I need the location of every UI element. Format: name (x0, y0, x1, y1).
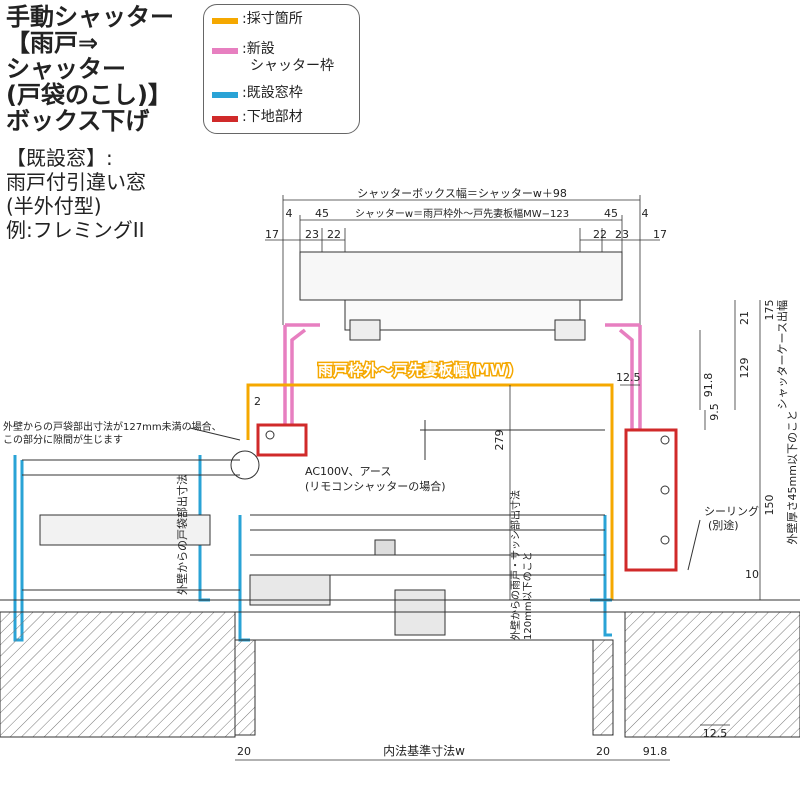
window-line: 雨戸付引違い窓 (6, 170, 146, 194)
base-member-right (624, 428, 678, 572)
dim-20-left: 20 (237, 745, 251, 758)
wall-stud-right (592, 639, 614, 736)
dim-45-left: 45 (315, 207, 329, 220)
dim-22-left: 22 (327, 228, 341, 241)
dim-17-right: 17 (653, 228, 667, 241)
dim-4-left: 4 (286, 207, 293, 220)
screw-icon (660, 435, 670, 445)
dim-9-5: 9.5 (708, 403, 721, 421)
title-line: 手動シャッター (6, 3, 174, 31)
window-line: (半外付型) (6, 194, 102, 218)
dim-23-right: 23 (615, 228, 629, 241)
ac-note: AC100V、アース (305, 465, 391, 478)
dim-inner-w: 内法基準寸法w (383, 743, 465, 758)
dim-45-right: 45 (604, 207, 618, 220)
wall-thickness-label: 外壁厚さ45mm以下のこと (785, 410, 799, 544)
base-member-left (256, 423, 308, 457)
box-fitting (554, 319, 586, 341)
window-line: 例:フレミングII (6, 218, 145, 242)
legend: :採寸箇所 :新設 シャッター枠 :既設窓枠 :下地部材 (203, 4, 360, 134)
dim-shutter-w: シャッターw＝雨戸枠外～戸先妻板幅MW−123 (355, 207, 569, 220)
sealing-note: シーリング (704, 504, 759, 518)
existing-window-type: 【既設窓】: 雨戸付引違い窓 (半外付型) 例:フレミングII (6, 146, 246, 242)
dim-10: 10 (745, 568, 759, 581)
dim-20-right: 20 (596, 745, 610, 758)
wall-insulation-right (624, 611, 800, 738)
tobukuro-projection-label: 外壁からの戸袋部出寸法 (175, 474, 189, 595)
dim-box-width: シャッターボックス幅＝シャッターw＋98 (357, 187, 567, 200)
note-gap: この部分に隙間が生じます (3, 433, 123, 446)
dim-12-5-upper: 12.5 (616, 371, 641, 384)
legend-label: :新設 (242, 41, 275, 57)
dim-150: 150 (763, 495, 776, 516)
legend-label: :下地部材 (242, 109, 303, 125)
dim-4-right: 4 (642, 207, 649, 220)
gap-circle (230, 450, 260, 480)
window-line: 【既設窓】: (6, 146, 113, 170)
mw-label: 雨戸枠外～戸先妻板幅(MW) (318, 361, 513, 379)
dim-17-left: 17 (265, 228, 279, 241)
legend-label: :採寸箇所 (242, 11, 303, 27)
case-projection-label: シャッターケース出幅 (775, 300, 789, 409)
dim-2: 2 (254, 395, 261, 408)
dim-175: 175 (763, 300, 776, 321)
note-gap: 外壁からの戸袋部出寸法が127mm未満の場合、 (3, 420, 222, 433)
dim-279: 279 (493, 430, 506, 451)
legend-swatch (212, 116, 238, 122)
sealing-note: (別途) (708, 518, 739, 532)
dim-12-5-lower: 12.5 (703, 727, 728, 740)
shutter-box-body (344, 299, 581, 331)
legend-label: シャッター枠 (250, 58, 334, 74)
shutter-box-top (299, 251, 623, 301)
sash-lock (374, 539, 396, 556)
legend-swatch (212, 18, 238, 24)
dim-129: 129 (738, 358, 751, 379)
dim-21: 21 (738, 311, 751, 325)
dim-91-8-upper: 91.8 (702, 373, 715, 398)
legend-swatch (212, 92, 238, 98)
title-line: (戸袋のこし)】 (6, 81, 172, 109)
shutter-slat (39, 514, 211, 546)
existing-frame-mid-left (238, 515, 250, 642)
leader-line (687, 519, 701, 571)
screw-icon (265, 430, 275, 440)
legend-label: :既設窓枠 (242, 85, 303, 101)
title-line: 【雨戸⇒ (6, 29, 99, 57)
wall-insulation-left (0, 611, 236, 738)
wall-stud-left (234, 639, 256, 736)
page-title: 手動シャッター 【雨戸⇒ シャッター (戸袋のこし)】 ボックス下げ (6, 4, 206, 134)
leader-line (189, 427, 241, 441)
screw-icon (660, 485, 670, 495)
sash-projection-label: 120mm以下のこと (522, 551, 534, 640)
screw-icon (660, 535, 670, 545)
sash-projection-label: 外壁からの雨戸・サッシ部出寸法 (509, 490, 522, 640)
title-line: シャッター (6, 55, 126, 83)
title-line: ボックス下げ (6, 107, 150, 135)
new-frame-left (283, 325, 307, 432)
dim-91-8-lower: 91.8 (643, 745, 668, 758)
measurement-line (246, 383, 614, 600)
dim-22-right: 22 (593, 228, 607, 241)
ac-note: (リモコンシャッターの場合) (305, 479, 446, 493)
box-fitting (349, 319, 381, 341)
legend-swatch (212, 48, 238, 54)
dim-23-left: 23 (305, 228, 319, 241)
